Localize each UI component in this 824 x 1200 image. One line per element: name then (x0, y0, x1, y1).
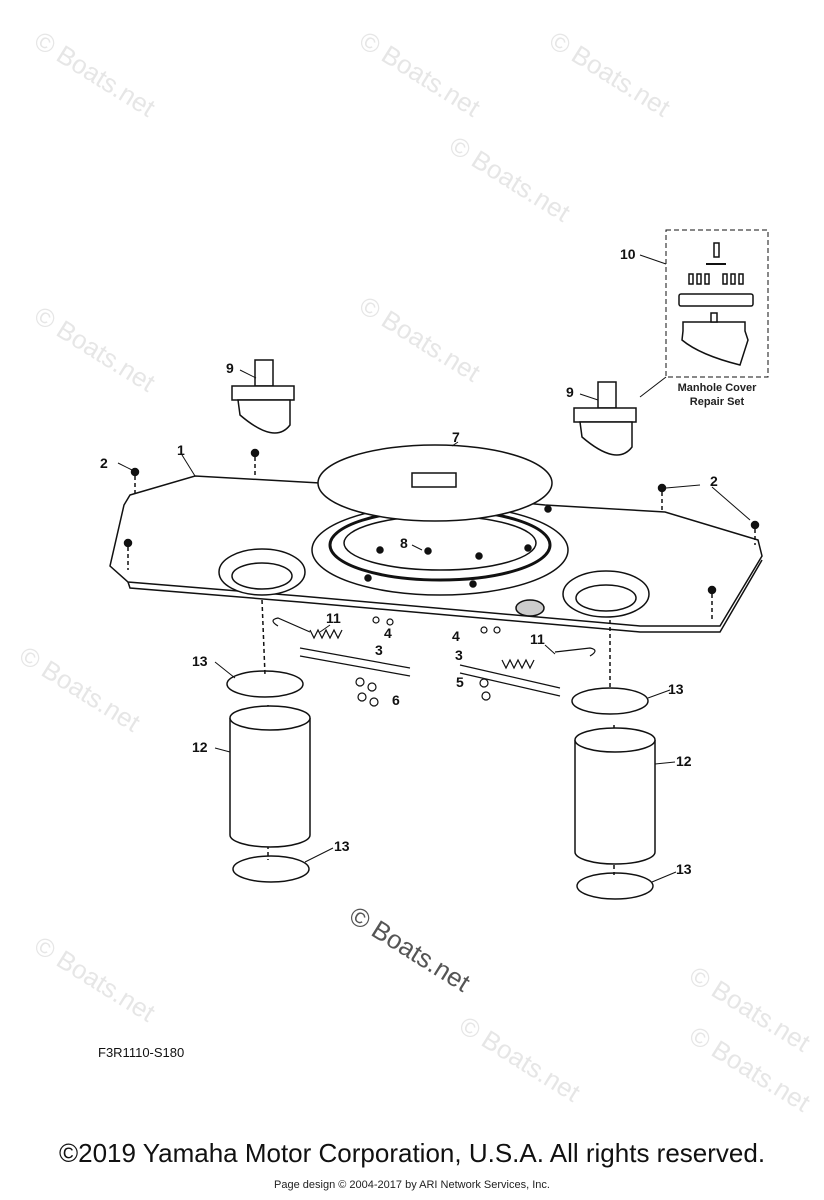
repair-set-label-2: Repair Set (690, 396, 745, 408)
callout-8: 8 (400, 535, 408, 551)
right-spring-assembly (459, 626, 596, 701)
repair-set-arrow (639, 376, 667, 398)
callout-12: 12 (676, 753, 692, 769)
diagram-code: F3R1110-S180 (98, 1045, 185, 1060)
callout-7: 7 (452, 429, 460, 445)
callout-4: 4 (384, 625, 392, 641)
repair-set-label: Manhole Cover (678, 382, 758, 394)
callout-5: 5 (456, 674, 464, 690)
callout-13: 13 (676, 861, 692, 877)
band-left-bottom (232, 855, 310, 883)
callout-1: 1 (177, 442, 185, 458)
callout-2: 2 (100, 455, 108, 471)
left-tube (229, 705, 311, 848)
right-hole-inner (575, 584, 637, 612)
callout-13: 13 (192, 653, 208, 669)
hatch-handle (411, 472, 457, 488)
callout-13: 13 (334, 838, 350, 854)
callout-9: 9 (566, 384, 574, 400)
band-left-top (226, 670, 304, 698)
left-spring-assembly (272, 616, 411, 707)
callout-13: 13 (668, 681, 684, 697)
callout-12: 12 (192, 739, 208, 755)
drain-fitting (515, 599, 545, 617)
screws (123, 448, 760, 595)
band-right-top (571, 687, 649, 715)
callout-11: 11 (326, 610, 341, 626)
callout-3: 3 (455, 647, 463, 663)
right-tube (574, 727, 656, 865)
left-plug (231, 359, 295, 434)
page-design-credit: Page design © 2004-2017 by ARI Network S… (274, 1179, 550, 1191)
repair-set-parts (678, 242, 754, 366)
callout-3: 3 (375, 642, 383, 658)
right-plug (573, 381, 637, 456)
left-hole-inner (231, 562, 293, 590)
callout-4: 4 (452, 628, 460, 644)
deck-plate-edge (127, 559, 763, 633)
band-right-bottom (576, 872, 654, 900)
callout-6: 6 (392, 692, 400, 708)
leader-lines (117, 254, 751, 883)
left-hole (218, 548, 306, 596)
callout-10: 10 (620, 246, 636, 262)
copyright-text: ©2019 Yamaha Motor Corporation, U.S.A. A… (58, 1138, 766, 1168)
callout-2: 2 (710, 473, 718, 489)
right-hole (562, 570, 650, 618)
callout-9: 9 (226, 360, 234, 376)
callout-11: 11 (530, 631, 545, 647)
repair-set-box (665, 229, 769, 378)
